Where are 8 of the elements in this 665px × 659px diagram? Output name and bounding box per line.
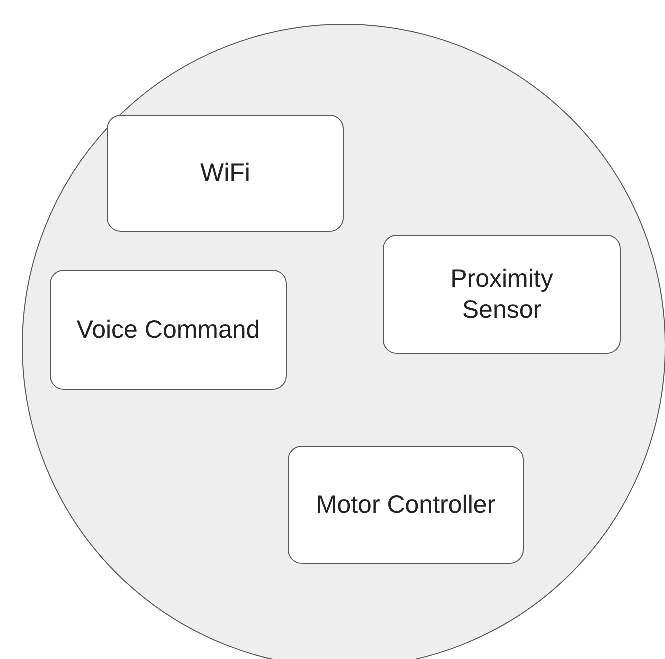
- component-box: [288, 446, 524, 564]
- component-box: [383, 235, 621, 354]
- component-label: Voice Command: [76, 314, 260, 346]
- component-box: [50, 270, 287, 390]
- component-label: WiFi: [200, 158, 250, 189]
- component-label: Motor Controller: [316, 490, 496, 520]
- component-box: [107, 115, 344, 232]
- component-label: Proximity Sensor: [450, 264, 554, 326]
